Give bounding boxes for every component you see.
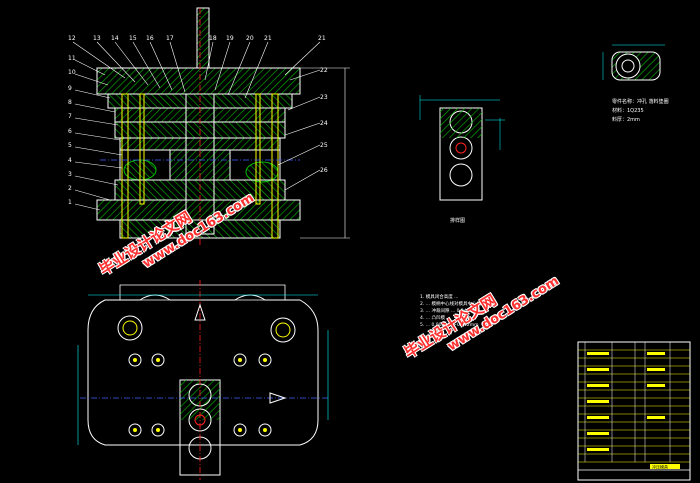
- part-label-21: 21: [264, 35, 272, 42]
- part-number-labels-top: 12 13 14 15 16 17 18 19 20 21 21: [68, 35, 326, 42]
- part-number-labels-right: 22 23 24 25 26: [320, 67, 328, 174]
- part-note-line-3: 料厚：2mm: [612, 116, 640, 123]
- part-label-20: 20: [246, 35, 254, 42]
- part-label-7: 7: [68, 113, 72, 120]
- part-label-11: 11: [68, 55, 76, 62]
- tech-req-3: 3. ... 冲裁间隙 ... 0.245 ...: [420, 307, 475, 314]
- part-label-18: 18: [209, 35, 217, 42]
- part-label-3: 3: [68, 171, 72, 178]
- strip-caption: 排样图: [450, 217, 465, 224]
- strip-layout: 排样图: [419, 95, 505, 224]
- part-label-9: 9: [68, 85, 72, 92]
- part-label-6: 6: [68, 128, 72, 135]
- part-label-24: 24: [320, 120, 328, 127]
- front-section-view: [72, 7, 350, 245]
- part-detail: 零件名称：冲孔 落料垫圈 材料：1Q235 料厚：2mm: [602, 44, 669, 123]
- part-note-line-2: 材料：1Q235: [612, 107, 644, 114]
- part-label-15: 15: [129, 35, 137, 42]
- part-label-16: 16: [146, 35, 154, 42]
- part-label-17: 17: [166, 35, 174, 42]
- title-block-name: 冲压模具: [652, 464, 668, 470]
- part-label-21-top: 21: [318, 35, 326, 42]
- part-label-23: 23: [320, 94, 328, 101]
- part-label-10: 10: [68, 69, 76, 76]
- part-label-25: 25: [320, 142, 328, 149]
- part-label-26: 26: [320, 167, 328, 174]
- part-label-1: 1: [68, 199, 72, 206]
- part-label-13: 13: [93, 35, 101, 42]
- part-label-5: 5: [68, 142, 72, 149]
- part-label-8: 8: [68, 99, 72, 106]
- tech-req-2: 2. ... 模柄中心线对模具中心线偏差 ...: [420, 300, 496, 307]
- title-block: 冲压模具: [577, 341, 691, 481]
- tech-req-4: 4. ... 凸凹模 ...: [420, 314, 451, 321]
- plan-view: [77, 280, 330, 480]
- tech-req-1: 1. 模具闭合高度 ...: [420, 293, 458, 300]
- tech-req-5: 5. ... 0.006mm~0.012mm: [420, 322, 479, 328]
- part-note-line-1: 零件名称：冲孔 落料垫圈: [612, 98, 669, 105]
- part-label-19: 19: [226, 35, 234, 42]
- part-label-22: 22: [320, 67, 328, 74]
- part-label-2: 2: [68, 185, 72, 192]
- part-label-12: 12: [68, 35, 76, 42]
- part-label-14: 14: [111, 35, 119, 42]
- technical-requirements: 1. 模具闭合高度 ... 2. ... 模柄中心线对模具中心线偏差 ... 3…: [420, 293, 496, 328]
- part-number-labels-left: 11 10 9 8 7 6 5 4 3 2 1: [68, 55, 76, 206]
- part-label-4: 4: [68, 157, 72, 164]
